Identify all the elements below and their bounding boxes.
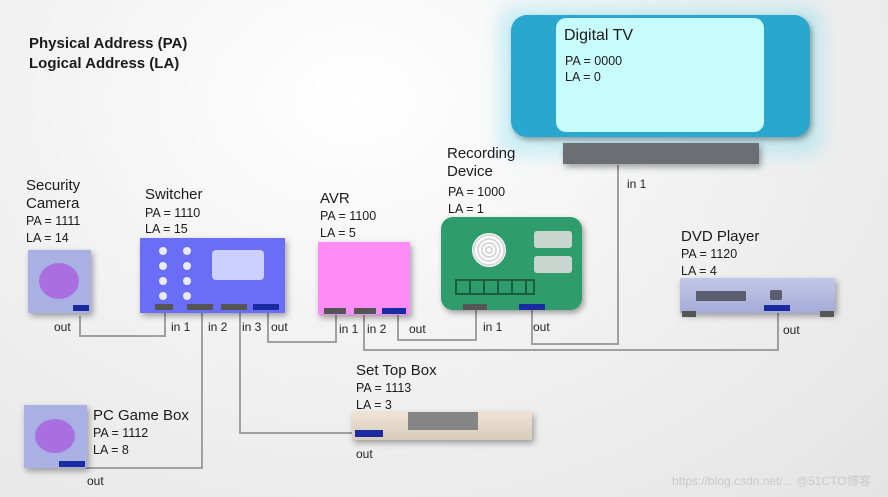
- switcher[interactable]: [140, 238, 285, 313]
- dvd-port-out: [764, 305, 790, 311]
- switcher-pa: PA = 1110: [145, 206, 201, 220]
- wire-camera-switcher: [79, 310, 166, 337]
- stb-display: [408, 412, 478, 430]
- camera-port-out: [73, 305, 89, 311]
- switcher-led-icon: [159, 292, 167, 300]
- switcher-led-icon: [159, 262, 167, 270]
- switcher-port-in2: [187, 304, 213, 310]
- disc-icon: [472, 233, 506, 267]
- stb-port-out: [355, 430, 383, 437]
- switcher-led-icon: [183, 247, 191, 255]
- avr-port-in2: [354, 308, 376, 314]
- dvd-foot: [682, 311, 696, 317]
- tv-la: LA = 0: [565, 70, 601, 84]
- tv-port-in1: in 1: [627, 177, 647, 191]
- pc-game-box[interactable]: [24, 405, 87, 468]
- switcher-led-icon: [159, 277, 167, 285]
- camera-lens-icon: [39, 263, 79, 299]
- avr-in1-label: in 1: [339, 322, 359, 336]
- avr[interactable]: [318, 242, 410, 315]
- security-camera[interactable]: [28, 250, 91, 313]
- recorder-name-line1: Recording: [447, 145, 516, 162]
- recorder-la: LA = 1: [448, 202, 484, 216]
- avr-out-label: out: [409, 322, 426, 336]
- switcher-in2-label: in 2: [208, 320, 228, 334]
- dvd-button-icon: [770, 290, 782, 300]
- legend: Physical Address (PA) Logical Address (L…: [29, 34, 187, 74]
- switcher-display: [212, 250, 264, 280]
- stb-out-label: out: [356, 447, 373, 461]
- wire-dvd-avr: [363, 313, 779, 351]
- watermark: https://blog.csdn.net/... @51CTO博客: [672, 474, 871, 488]
- dvd-player[interactable]: [680, 278, 835, 317]
- legend-logical-address: Logical Address (LA): [29, 55, 180, 72]
- wire-game-switcher: [85, 310, 203, 469]
- switcher-la: LA = 15: [145, 222, 188, 236]
- stb-name: Set Top Box: [356, 362, 437, 379]
- dvd-la: LA = 4: [681, 264, 717, 278]
- recorder-display-bottom: [534, 256, 572, 273]
- recorder-out-label: out: [533, 320, 550, 334]
- switcher-name: Switcher: [145, 186, 203, 203]
- recorder-buttons: [455, 279, 535, 295]
- avr-port-out: [382, 308, 406, 314]
- recording-device[interactable]: [441, 217, 582, 310]
- stb-la: LA = 3: [356, 398, 392, 412]
- wire-switcher-avr: [267, 310, 337, 343]
- camera-la: LA = 14: [26, 231, 69, 245]
- game-port-out: [59, 461, 85, 467]
- wire-recorder-tv: [531, 165, 619, 345]
- avr-name: AVR: [320, 190, 350, 207]
- switcher-led-icon: [183, 277, 191, 285]
- dvd-foot: [820, 311, 834, 317]
- recorder-in1-label: in 1: [483, 320, 503, 334]
- camera-name: Security Camera: [26, 177, 80, 213]
- switcher-port-in1: [155, 304, 173, 310]
- recorder-pa: PA = 1000: [448, 185, 506, 199]
- wire-avr-recorder: [397, 310, 477, 341]
- recorder-port-in1: [463, 304, 487, 310]
- recorder-name: Recording Device: [447, 145, 515, 181]
- tv-name: Digital TV: [564, 27, 634, 44]
- dvd-pa: PA = 1120: [681, 247, 738, 261]
- legend-physical-address: Physical Address (PA): [29, 35, 188, 52]
- stb-pa: PA = 1113: [356, 381, 412, 395]
- switcher-port-out: [253, 304, 279, 310]
- tv-stand: [563, 143, 759, 164]
- recorder-name-line2: Device: [447, 163, 493, 180]
- avr-port-in1: [324, 308, 346, 314]
- recorder-display-top: [534, 231, 572, 248]
- avr-in2-label: in 2: [367, 322, 387, 336]
- game-out-label: out: [87, 474, 104, 488]
- camera-pa: PA = 1111: [26, 214, 81, 228]
- avr-la: LA = 5: [320, 226, 356, 240]
- wire-stb-switcher: [239, 310, 355, 434]
- switcher-led-icon: [183, 292, 191, 300]
- tv-screen: Digital TV PA = 0000 LA = 0: [556, 18, 764, 132]
- switcher-in1-label: in 1: [171, 320, 191, 334]
- dvd-name: DVD Player: [681, 228, 760, 245]
- camera-name-line1: Security: [26, 177, 81, 194]
- switcher-led-icon: [159, 247, 167, 255]
- dvd-out-label: out: [783, 323, 800, 337]
- switcher-in3-label: in 3: [242, 320, 262, 334]
- set-top-box[interactable]: [352, 412, 532, 440]
- camera-port-out-label: out: [54, 320, 71, 334]
- digital-tv[interactable]: Digital TV PA = 0000 LA = 0: [511, 15, 810, 137]
- recorder-port-out: [519, 304, 545, 310]
- camera-name-line2: Camera: [26, 195, 80, 212]
- switcher-out-label: out: [271, 320, 288, 334]
- switcher-led-icon: [183, 262, 191, 270]
- tv-pa: PA = 0000: [565, 54, 623, 68]
- game-la: LA = 8: [93, 443, 129, 457]
- switcher-port-in3: [221, 304, 247, 310]
- dvd-tray: [696, 291, 746, 301]
- game-pa: PA = 1112: [93, 426, 149, 440]
- game-name: PC Game Box: [93, 407, 189, 424]
- game-disc-icon: [35, 419, 75, 453]
- avr-pa: PA = 1100: [320, 209, 377, 223]
